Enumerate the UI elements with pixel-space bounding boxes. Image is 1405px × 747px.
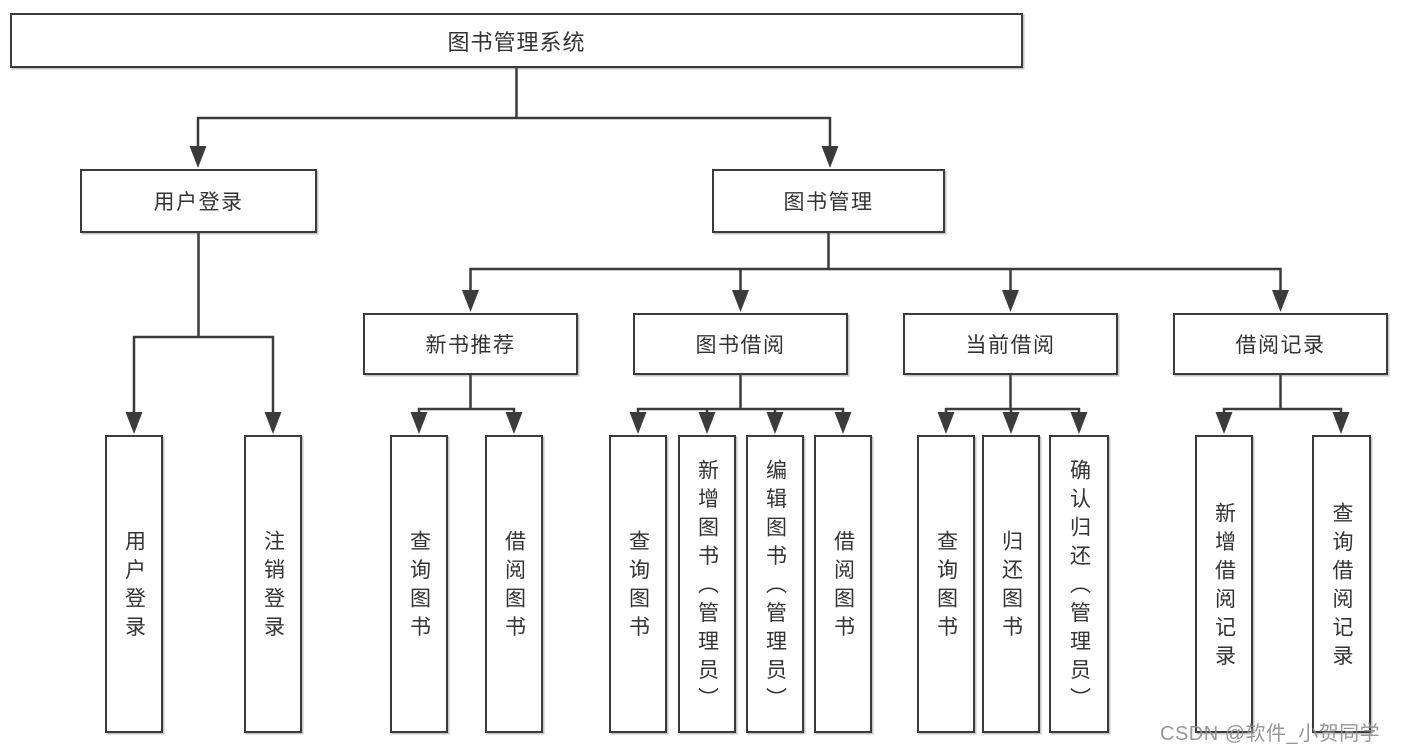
leaf-user-login: 用户登录 (105, 435, 163, 733)
csdn-watermark: CSDN @软件_小贺同学 (1160, 723, 1381, 745)
node-book-borrow: 图书借阅 (633, 313, 848, 375)
leaf-add-borrow-record: 新增借阅记录 (1195, 435, 1253, 733)
leaf-borrow-books: 借阅图书 (814, 435, 872, 733)
leaf-query-books-current: 查询图书 (917, 435, 975, 733)
node-book-management: 图书管理 (712, 169, 945, 233)
leaf-add-books-admin: 新增图书（管理员） (678, 435, 736, 733)
leaf-return-books: 归还图书 (982, 435, 1040, 733)
leaf-query-borrow-record: 查询借阅记录 (1312, 435, 1371, 733)
node-user-login-branch: 用户登录 (80, 169, 317, 233)
leaf-query-books-borrow: 查询图书 (609, 435, 667, 733)
leaf-borrow-books-recommend: 借阅图书 (485, 435, 543, 733)
node-new-book-recommend: 新书推荐 (363, 313, 578, 375)
node-current-borrow: 当前借阅 (903, 313, 1118, 375)
leaf-edit-books-admin: 编辑图书（管理员） (746, 435, 804, 733)
leaf-logout: 注销登录 (244, 435, 302, 733)
node-library-system: 图书管理系统 (10, 13, 1023, 68)
leaf-query-books-recommend: 查询图书 (390, 435, 448, 733)
node-borrow-records: 借阅记录 (1173, 313, 1388, 375)
leaf-confirm-return-admin: 确认归还（管理员） (1049, 435, 1109, 733)
